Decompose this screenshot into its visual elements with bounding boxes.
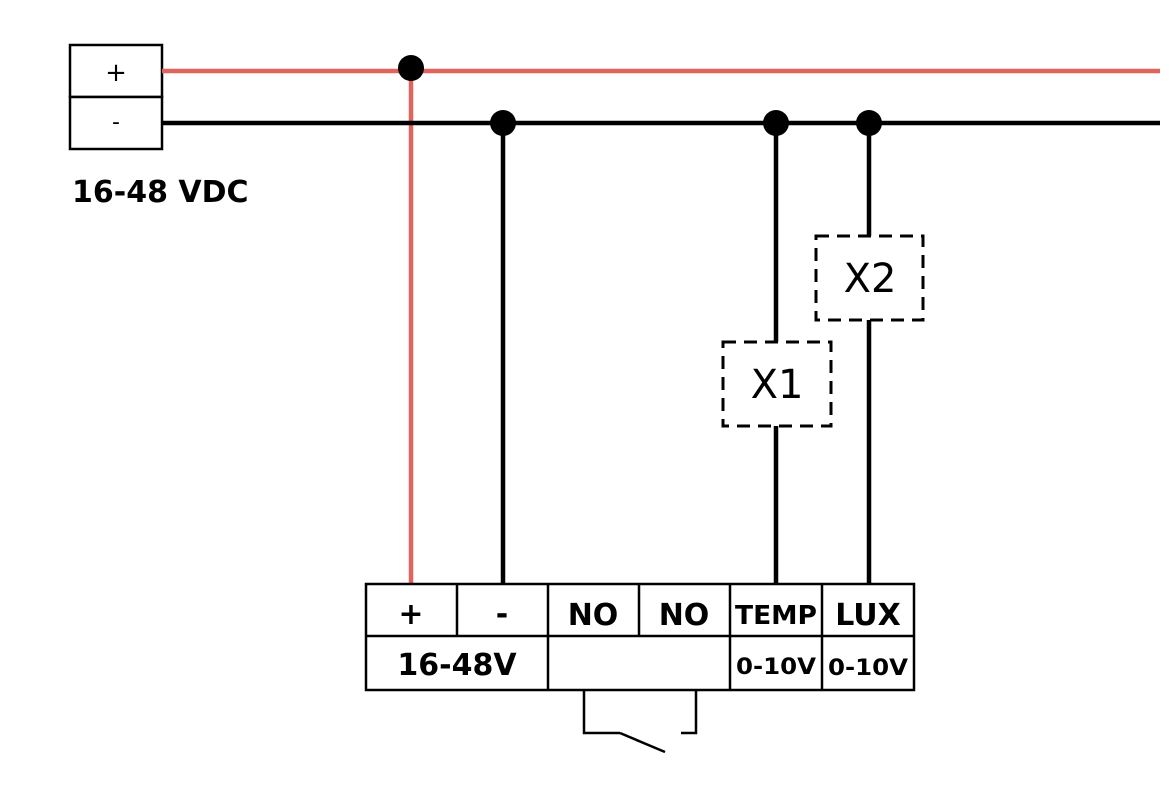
load-x2-label: X2 xyxy=(844,256,897,302)
supply-minus-terminal xyxy=(68,95,164,151)
terminal-lux-label: LUX xyxy=(835,598,901,633)
junction-dot-negative xyxy=(490,110,516,136)
terminal-block: + - NO NO TEMP LUX 16-48V 0-10V 0-10V xyxy=(364,582,916,692)
load-x1-label: X1 xyxy=(751,362,804,408)
relay-switch-symbol xyxy=(582,690,698,754)
supply-plus-label: + xyxy=(105,58,127,88)
junction-dot-temp xyxy=(763,110,789,136)
supply-plus-terminal xyxy=(68,43,164,99)
terminal-temp-label: TEMP xyxy=(735,601,817,631)
bus-wires xyxy=(162,68,1160,584)
terminal-no1-label: NO xyxy=(568,598,619,633)
terminal-lux-range: 0-10V xyxy=(828,656,908,681)
junctions xyxy=(398,55,882,136)
power-supply: + - 16-48 VDC xyxy=(68,43,249,210)
terminal-temp-range: 0-10V xyxy=(736,655,816,680)
junction-dot-lux xyxy=(856,110,882,136)
terminal-supply-label: 16-48V xyxy=(397,648,517,683)
load-x2: X2 xyxy=(814,234,925,322)
junction-dot-positive xyxy=(398,55,424,81)
terminal-minus-label: - xyxy=(496,597,508,632)
load-x2-box xyxy=(814,234,925,322)
supply-minus-label: - xyxy=(112,110,120,135)
supply-voltage-label: 16-48 VDC xyxy=(72,175,249,210)
terminal-no2-label: NO xyxy=(659,598,710,633)
load-x1: X1 xyxy=(721,340,833,428)
load-x1-box xyxy=(721,340,833,428)
terminal-plus-label: + xyxy=(398,597,423,632)
